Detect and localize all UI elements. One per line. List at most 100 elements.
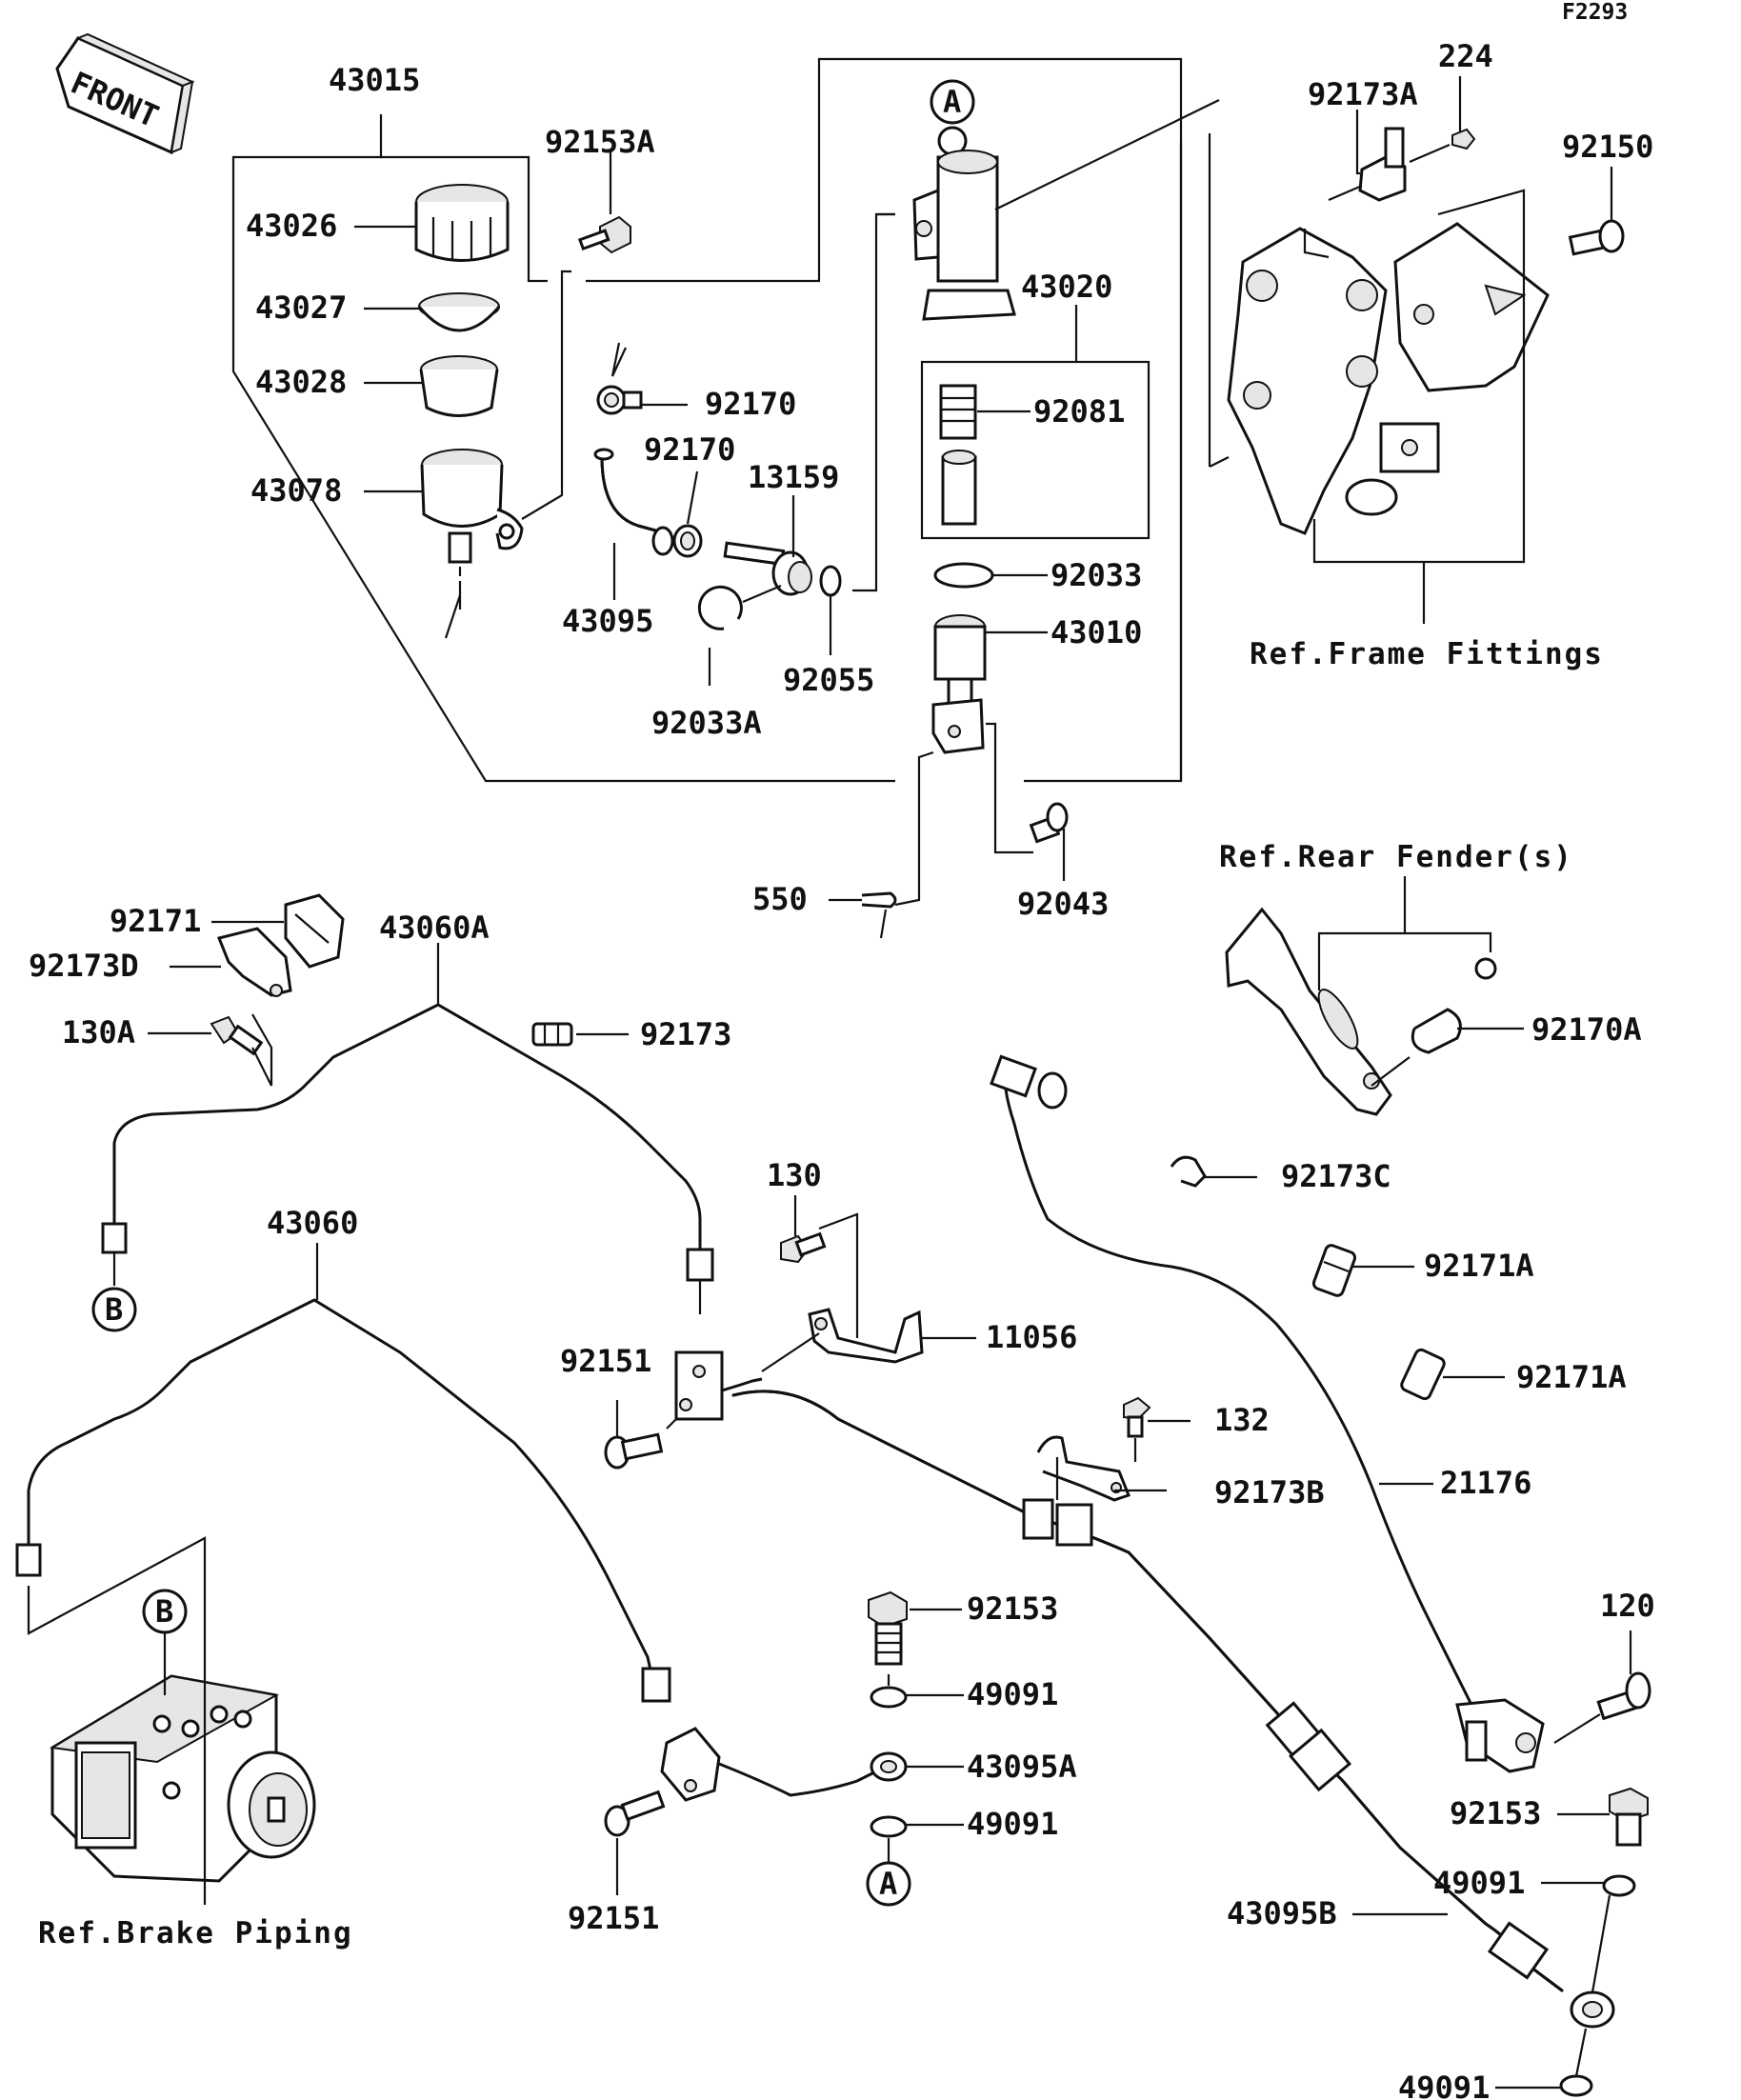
part-label: 92153 xyxy=(1450,1795,1541,1831)
bolt-130 xyxy=(780,1231,827,1264)
circlip-92033A xyxy=(697,585,743,630)
ref-frame-fittings: Ref.Frame Fittings xyxy=(1250,637,1604,671)
clamp-92171A xyxy=(1311,1244,1357,1297)
part-label: 132 xyxy=(1214,1402,1270,1438)
circlip-92033 xyxy=(933,562,994,589)
banjo-bolt-92153-2 xyxy=(1609,1787,1649,1847)
clamp-92170A xyxy=(1411,1008,1462,1054)
marker-b-abs xyxy=(142,1589,188,1634)
part-label: 11056 xyxy=(986,1319,1077,1355)
part-label: 43027 xyxy=(255,290,347,326)
joint-block-lower xyxy=(660,1727,721,1802)
bolt-130A xyxy=(210,1015,264,1056)
part-label: 92171A xyxy=(1516,1359,1627,1395)
piston xyxy=(941,450,977,526)
clamp-92171 xyxy=(284,893,345,969)
part-label: 13159 xyxy=(748,459,839,495)
reservoir-cap xyxy=(414,184,510,262)
washer-49091-2 xyxy=(870,1815,908,1838)
master-cylinder-group: A xyxy=(231,57,1220,939)
bolt-92150 xyxy=(1568,219,1625,256)
bracket-11056 xyxy=(808,1308,924,1364)
banjo-bolt-92153 xyxy=(868,1590,908,1666)
part-label: 224 xyxy=(1438,38,1493,74)
brake-pipe-43060A xyxy=(101,943,714,1314)
marker-b-left xyxy=(91,1287,137,1332)
washer-49091 xyxy=(870,1686,908,1709)
washer-49091-3 xyxy=(1602,1874,1636,1897)
clamp-92170 xyxy=(596,385,643,415)
o-ring-92055 xyxy=(819,565,842,597)
diaphragm-plate xyxy=(417,292,501,332)
hose-43095B xyxy=(731,1390,1615,2029)
part-label: 43078 xyxy=(250,472,342,509)
marker-a-top-label: A xyxy=(943,84,961,120)
clamp-92173D xyxy=(216,927,292,997)
washer-49091-4 xyxy=(1559,2074,1593,2097)
clamp-92170-2 xyxy=(672,524,703,558)
brake-pipe-43060 xyxy=(15,1243,671,1703)
sensor-21176 xyxy=(990,1054,1545,1773)
clip-92173 xyxy=(531,1022,573,1047)
abs-unit xyxy=(50,1674,316,1905)
part-label: 92173D xyxy=(29,948,139,984)
part-label: 92055 xyxy=(783,662,874,698)
diaphragm xyxy=(419,355,499,417)
part-label: 92033A xyxy=(651,705,762,741)
part-label: 43028 xyxy=(255,364,347,400)
part-label: 130A xyxy=(62,1014,135,1050)
part-label: 43060 xyxy=(267,1205,358,1241)
ref-rear-fender: Ref.Rear Fender(s) xyxy=(1219,840,1573,874)
part-label: 92173B xyxy=(1214,1474,1325,1510)
part-label: 43020 xyxy=(1021,269,1112,305)
marker-a-bottom xyxy=(866,1861,911,1907)
part-label: 92033 xyxy=(1051,557,1142,593)
part-label: 92151 xyxy=(560,1343,651,1379)
bolt-132 xyxy=(1123,1396,1151,1438)
part-label: 49091 xyxy=(967,1676,1058,1712)
part-label: 92173 xyxy=(640,1016,731,1052)
marker-a-bottom-label: A xyxy=(879,1866,897,1902)
part-label: 43095 xyxy=(562,603,653,639)
joint-block-upper xyxy=(674,1350,763,1421)
reservoir-hose xyxy=(600,455,661,533)
part-label: 43060A xyxy=(379,910,490,946)
clip-92173A xyxy=(1358,127,1407,202)
screw-224 xyxy=(1451,128,1476,150)
part-label: 43095B xyxy=(1227,1895,1337,1931)
part-label: 92171 xyxy=(110,903,201,939)
clamp-92171A-2 xyxy=(1400,1348,1446,1401)
part-label: 92153 xyxy=(967,1590,1058,1627)
part-label: 43026 xyxy=(246,208,337,244)
front-arrow-icon: FRONT xyxy=(55,32,195,155)
frame-fittings xyxy=(1208,76,1625,624)
part-label: 92150 xyxy=(1562,129,1653,165)
part-label: 550 xyxy=(752,881,808,917)
part-label: 92171A xyxy=(1424,1248,1534,1284)
part-label: 92170 xyxy=(705,386,796,422)
part-label: 49091 xyxy=(967,1806,1058,1842)
bolt-120 xyxy=(1596,1671,1651,1721)
pin-92043 xyxy=(1029,802,1069,844)
marker-b-left-label: B xyxy=(105,1291,123,1328)
bolt-92153A xyxy=(577,215,631,254)
rear-fender-ref xyxy=(1225,876,1524,1116)
piston-kit-box xyxy=(920,360,1151,540)
bolt-92151-2 xyxy=(604,1790,666,1837)
part-label: 92173C xyxy=(1281,1158,1391,1194)
bolt-92151 xyxy=(604,1432,664,1470)
clamp-92173B xyxy=(1036,1435,1131,1502)
part-label: 130 xyxy=(767,1157,822,1193)
part-label: 92043 xyxy=(1017,886,1109,922)
cotter-pin-550 xyxy=(861,891,897,909)
part-label: 92170A xyxy=(1531,1011,1642,1048)
part-label: 92170 xyxy=(644,431,735,468)
part-label: 92173A xyxy=(1308,76,1418,112)
part-label: 43015 xyxy=(329,62,420,98)
clip-92173C xyxy=(1170,1155,1207,1188)
fitting-13159 xyxy=(723,541,812,596)
marker-a-top xyxy=(930,79,975,125)
part-label: 92151 xyxy=(568,1900,659,1936)
